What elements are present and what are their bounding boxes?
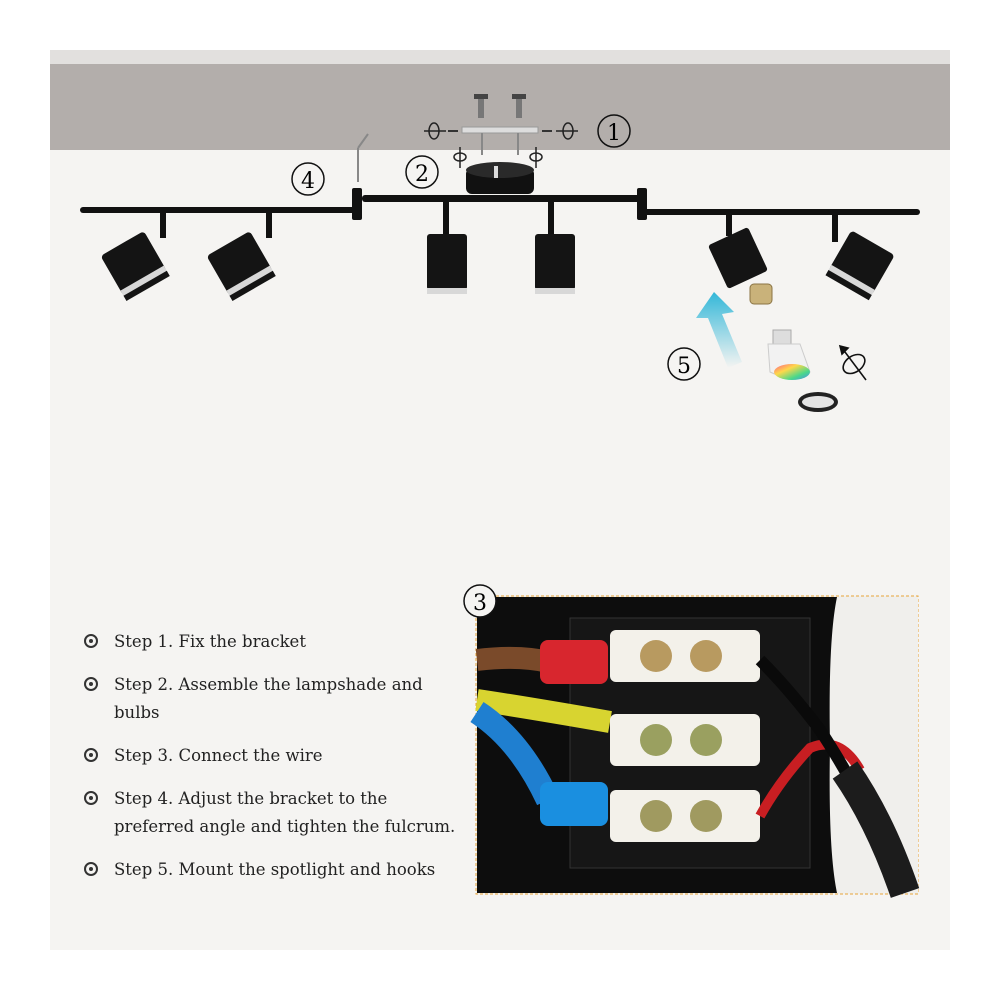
callout-2: 2	[405, 155, 439, 189]
lamp-ring	[798, 392, 838, 412]
callout-5: 5	[667, 347, 701, 381]
step-label: Step 2. Assemble the lampshade and bulbs	[114, 675, 423, 722]
spotlight-1	[101, 212, 170, 301]
spotlight-2	[207, 212, 276, 301]
rotate-icon	[424, 122, 578, 168]
bullet-icon	[84, 748, 98, 762]
twist-rotate-icon	[838, 344, 867, 381]
svg-text:1: 1	[607, 121, 621, 146]
bullet-icon	[84, 862, 98, 876]
step-item: Step 5. Mount the spotlight and hooks	[84, 856, 464, 884]
step-label: Step 5. Mount the spotlight and hooks	[114, 860, 436, 879]
callout-3: 3	[463, 584, 497, 618]
bullet-icon	[84, 634, 98, 648]
spotlight-6	[825, 214, 894, 301]
step-label: Step 1. Fix the bracket	[114, 632, 306, 651]
bullet-icon	[84, 791, 98, 805]
spotlight-3	[427, 202, 467, 294]
ceiling-canopy	[466, 162, 534, 194]
spotlight-5	[708, 214, 773, 305]
svg-text:4: 4	[301, 169, 315, 194]
hex-key-icon	[357, 133, 369, 182]
step-label: Step 3. Connect the wire	[114, 746, 323, 765]
step-label: Step 4. Adjust the bracket to the prefer…	[114, 789, 456, 836]
wiring-photo	[470, 595, 920, 898]
svg-text:2: 2	[415, 162, 429, 187]
step-item: Step 1. Fix the bracket	[84, 628, 464, 656]
callout-1: 1	[597, 114, 631, 148]
callout-4: 4	[291, 162, 325, 196]
svg-text:3: 3	[473, 591, 487, 616]
track-rail	[80, 188, 920, 220]
arrow-up-icon	[696, 292, 742, 368]
bullet-icon	[84, 677, 98, 691]
spotlight-4	[535, 202, 575, 294]
step-item: Step 3. Connect the wire	[84, 742, 464, 770]
mounting-bracket	[448, 94, 552, 155]
steps-list: Step 1. Fix the bracket Step 2. Assemble…	[84, 628, 464, 899]
svg-text:5: 5	[677, 354, 691, 379]
bulb-icon	[767, 329, 811, 380]
step-item: Step 2. Assemble the lampshade and bulbs	[84, 671, 464, 727]
step-item: Step 4. Adjust the bracket to the prefer…	[84, 785, 464, 841]
